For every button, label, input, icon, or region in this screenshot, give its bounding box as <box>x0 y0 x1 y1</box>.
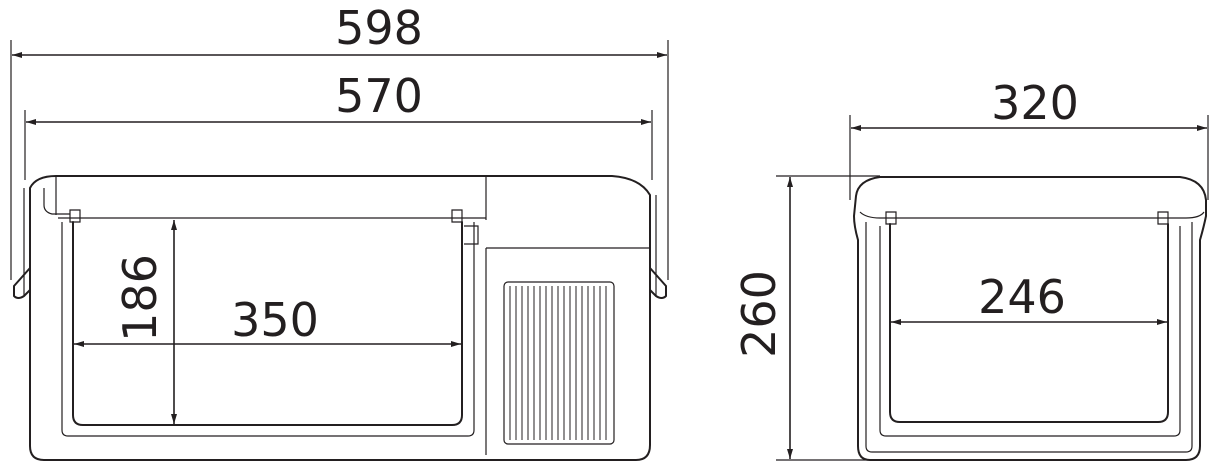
dim-label-570: 570 <box>335 69 423 123</box>
side-clip-left <box>885 211 897 225</box>
side-view: 320 260 246 <box>732 76 1209 461</box>
front-view: 598 570 <box>10 1 669 461</box>
hinge-clip-left <box>69 209 81 223</box>
handle-right <box>649 267 667 299</box>
handle-left <box>13 267 31 299</box>
dim-label-350: 350 <box>231 293 319 347</box>
dim-label-260: 260 <box>732 270 786 358</box>
dim-label-246: 246 <box>978 270 1066 324</box>
cooler-body-front <box>29 175 651 461</box>
vent-grille <box>503 281 615 445</box>
dim-label-598: 598 <box>335 1 423 55</box>
dim-label-186: 186 <box>113 254 167 342</box>
inner-compartment-side <box>889 223 1169 423</box>
inner-compartment-front <box>72 221 463 426</box>
dim-label-320: 320 <box>991 76 1079 130</box>
hinge-clip-right <box>451 209 463 223</box>
cooler-body-side <box>853 176 1207 461</box>
